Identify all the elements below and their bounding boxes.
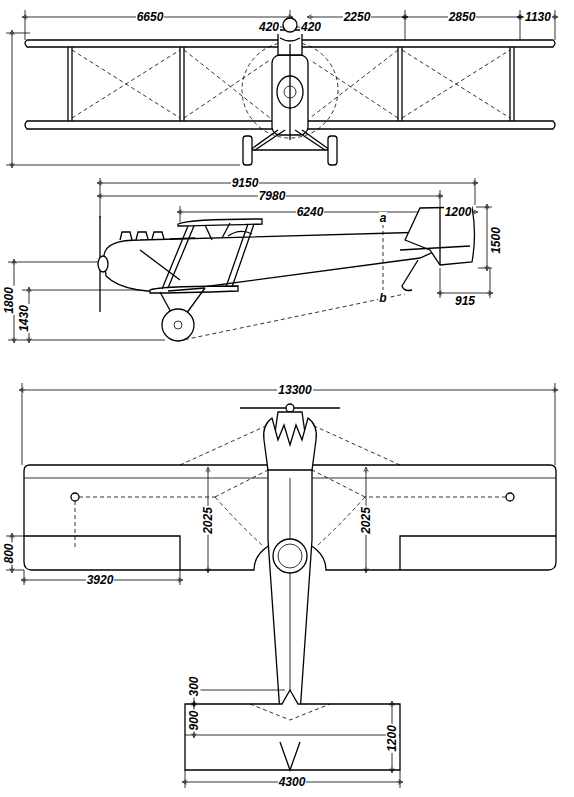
dimension-label: 2025	[359, 506, 372, 535]
dimension-label: 1500	[489, 226, 502, 255]
dimension-label: 1800	[3, 286, 16, 315]
dimension-label: 420	[300, 21, 322, 34]
dimension-label: 800	[3, 542, 16, 564]
dimension-label: 1200	[385, 724, 398, 753]
dimension-label: 9150	[231, 177, 260, 190]
dimension-label: 3920	[86, 574, 115, 587]
dimension-label: 6240	[296, 206, 325, 219]
section-mark: a	[379, 212, 388, 225]
side-view	[8, 178, 492, 341]
dimension-label: 1430	[17, 304, 30, 333]
dimension-label: 13300	[277, 384, 312, 397]
dimension-label: 2025	[201, 506, 214, 535]
plan-view	[6, 383, 556, 788]
dimension-label: 7980	[258, 190, 287, 203]
dimension-label: 2250	[343, 11, 372, 24]
dimension-label: 300	[188, 675, 201, 697]
dimension-label: 915	[454, 295, 476, 308]
section-mark: b	[378, 292, 387, 305]
dimension-label: 6650	[136, 11, 165, 24]
dimension-label: 1200	[444, 206, 473, 219]
dimension-label: 1130	[524, 11, 552, 24]
dimension-label: 900	[188, 709, 201, 731]
dimension-label: 4300	[278, 776, 307, 789]
dimension-label: 2850	[448, 11, 477, 24]
dimension-label: 420	[258, 21, 280, 34]
front-view	[6, 10, 555, 165]
